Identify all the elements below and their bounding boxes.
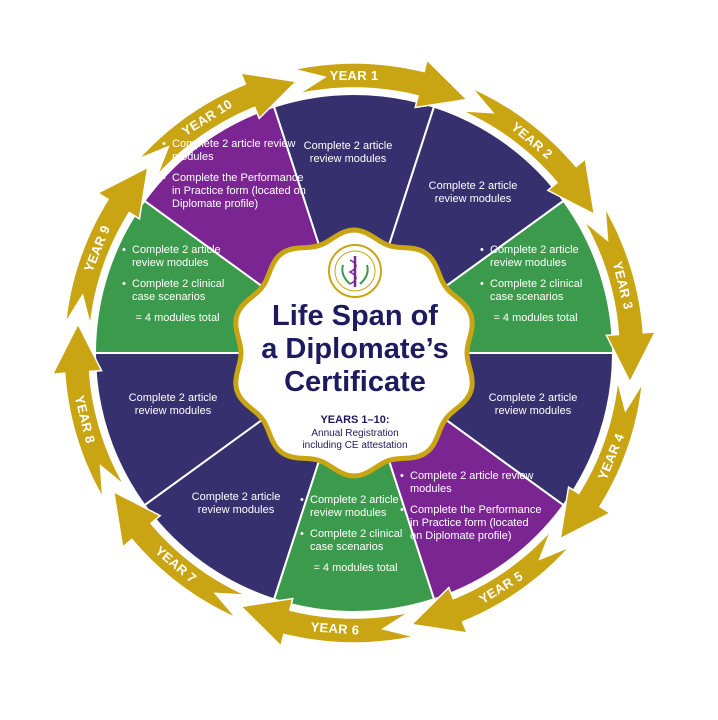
subtitle-line: Annual Registration	[311, 428, 399, 439]
bullet: Complete 2 article review modules	[400, 470, 543, 496]
year-8-arrow	[51, 322, 126, 499]
title-line: Life Span of	[272, 300, 438, 332]
bullet: Complete 2 clinical case scenarios	[300, 528, 413, 554]
year-2-text: Complete 2 article review modules	[428, 180, 518, 205]
year-9-arrow	[64, 165, 149, 326]
year-7-arrow	[112, 490, 247, 619]
year-7-text: Complete 2 article review modules	[191, 491, 281, 516]
year-8-text: Complete 2 article review modules	[128, 392, 218, 417]
year-1-text: Complete 2 article review modules	[303, 140, 393, 165]
bullet: Complete the Performance in Practice for…	[400, 504, 543, 543]
year-1-label: YEAR 1	[329, 68, 379, 83]
subtitle-heading: YEARS 1–10:	[320, 414, 390, 426]
laurel-right-icon	[359, 264, 369, 285]
year-9-text: Complete 2 article review modules Comple…	[120, 244, 235, 325]
year-1-arrow	[293, 58, 469, 109]
bullet: Complete 2 clinical case scenarios	[480, 278, 593, 304]
year-10-text: Complete 2 article review modules Comple…	[160, 138, 308, 219]
year-3-arrow	[582, 207, 657, 384]
center-badge	[233, 227, 475, 479]
year-4-arrow	[559, 380, 644, 541]
title-line: a Diplomate’s	[261, 333, 449, 365]
bullet: Complete 2 article review modules	[300, 494, 413, 520]
bullet: Complete 2 article review modules	[480, 244, 593, 270]
total: = 4 modules total	[493, 312, 578, 324]
year-2-arrow	[461, 87, 596, 216]
year-5-text: Complete 2 article review modules Comple…	[398, 470, 543, 551]
total: = 4 modules total	[313, 562, 398, 574]
title-line: Certificate	[284, 366, 426, 398]
laurel-left-icon	[341, 264, 351, 285]
subtitle-line: including CE attestation	[302, 440, 408, 451]
subtitle: YEARS 1–10: Annual Registration includin…	[255, 414, 455, 452]
bullet: Complete 2 article review modules	[122, 244, 235, 270]
diagram-title: Life Span of a Diplomate’s Certificate	[235, 300, 475, 399]
seal-inner-ring	[334, 250, 376, 292]
year-3-text: Complete 2 article review modules Comple…	[478, 244, 593, 325]
year-4-text: Complete 2 article review modules	[488, 392, 578, 417]
bullet: Complete the Performance in Practice for…	[162, 172, 308, 211]
year-6-text: Complete 2 article review modules Comple…	[298, 494, 413, 575]
serpent-icon	[348, 259, 357, 285]
total: = 4 modules total	[135, 312, 220, 324]
year-6-arrow	[239, 597, 415, 648]
year-5-arrow	[410, 529, 571, 634]
bullet: Complete 2 article review modules	[162, 138, 308, 164]
bullet: Complete 2 clinical case scenarios	[122, 278, 235, 304]
